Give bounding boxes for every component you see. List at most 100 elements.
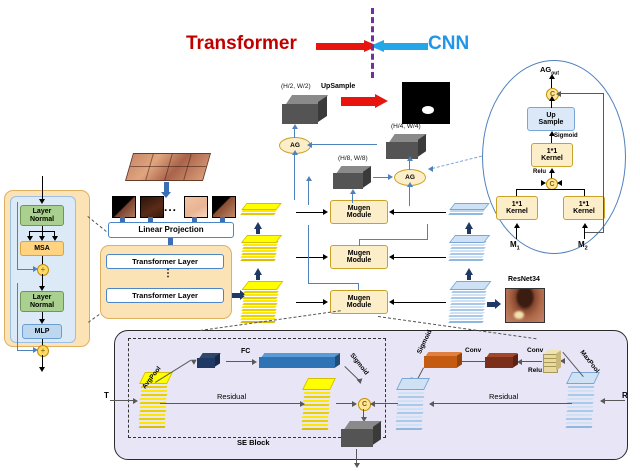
ag-concat-top-label: C [549,91,556,98]
detail-connector-top [87,216,107,232]
ag-detail-connector [432,154,487,169]
linear-projection-label: Linear Projection [138,224,204,234]
transformer-feature-stack-mid [240,235,285,265]
mugen-2-input-right-line [394,256,446,259]
cnn-stack-up-arrow-2 [465,268,473,275]
cnn-feature-stack-small [448,203,493,219]
ag1-in-bottom-arrow [291,150,298,155]
ag-kernel-left-line1: 1*1 [511,200,523,208]
ag-relu-arrow [548,168,555,173]
mugen-2-line2: Module [346,257,372,264]
residual-add-1: + [37,264,49,276]
ag-out-line [551,77,553,88]
input-endoscopic-image [124,153,212,181]
ag-m1-line [516,227,518,239]
ag-kernel-right-line2: Kernel [573,208,595,215]
se-right-input-stack [565,372,602,430]
ag2-out-line [409,160,411,170]
transformer-cnn-divider [371,8,374,78]
attention-gate-1-label: AG [290,142,300,149]
feature-cube-h8w8 [333,166,375,192]
residual-skip-2-vert [17,283,19,350]
ag-m2-text: M [578,240,585,249]
detail-input-arrowhead [39,199,45,204]
ag-concat-mid-left-v [516,189,518,197]
ag-out-text: AG [540,65,552,74]
mugen-1-input-left-line [296,211,324,214]
conv-output-bar [424,351,464,369]
conv-left-line [459,361,485,363]
mugen-2-input-left-arrow [323,254,328,260]
concat-right-in-arrow [370,400,375,407]
ag-out-arrow [548,74,555,79]
ag-sigmoid-arrow [548,131,555,136]
mlp-to-add-line [41,339,43,347]
ag-m1-sub: 1 [516,245,520,252]
mugen-3-input-right-arrow [389,299,394,305]
layers-to-features-arrow [232,290,246,301]
residual-right-arrow [429,400,434,407]
mugen-2-route-vert [427,224,429,240]
transformer-feature-stack-small [240,203,283,219]
avgpool-output-cube [197,353,223,369]
mugen-1-out-up [308,180,310,205]
patch-2 [140,196,164,218]
mugen-2-route-down [359,239,361,246]
se-input-t-label: T [104,391,109,400]
ag-upsample-to-concat-arrow [548,96,555,101]
transformer-layer-1-label: Transformer Layer [132,256,198,266]
image-to-patches-arrow [161,182,172,198]
ag-skip-bottom [585,232,604,234]
ag-out-label: AGout [540,65,559,77]
maxpool-arrow [560,358,565,364]
ag1-out-arrow [291,124,298,129]
mugen-1-input-right-arrow [389,209,394,215]
residual-skip-2-arrowhead [33,347,38,353]
mugen-1-out-up-arrow [306,176,312,181]
linear-projection-block: Linear Projection [108,222,234,238]
ag-concat-mid-right-v [584,189,586,197]
cnn-feature-stack-mid [448,235,495,265]
ag-kernel-top-line1: 1*1 [546,147,558,155]
mugen-3-input-right-line [394,301,446,304]
conv-mid-block [485,352,521,369]
mugen-2-route-horiz [359,239,428,241]
se-block-label: SE Block [237,438,270,447]
ag-m2-line [584,227,586,239]
ag-input-m2: M2 [578,240,588,252]
h8-to-ag2-line [373,176,389,178]
msa-label: MSA [34,244,50,252]
mugen-3-line2: Module [346,302,372,309]
feature-cube-h4w4 [386,134,430,162]
attention-gate-2-label: AG [405,174,415,181]
stack-up-arrow-2 [254,268,262,275]
transformer-layer-block-2: Transformer Layer [106,288,224,303]
fc-output-bar [259,352,343,368]
ag1-in-bottom [294,152,296,200]
conv-right-label: Conv [527,347,544,354]
add1-to-ln2-arrowhead [39,286,45,291]
ag2-in-bottom-arrow [406,182,413,187]
residual-left-line [160,403,302,405]
cnn-stack-up-line-2 [467,274,471,280]
ag-skip-arrow [556,91,561,97]
ag-kernel-left-line2: Kernel [506,208,528,215]
feature-cube-h2w2 [282,95,330,127]
ag-concat-mid-left-arrow [541,180,546,186]
stack-up-line-2 [256,274,260,280]
ln2-to-mlp-line [41,312,43,321]
residual-left-arrow [300,400,305,407]
mugen-3-input-left-line [296,301,324,304]
ag-concat-mid-label: C [549,180,555,188]
ag-skip-top [558,93,604,95]
ag-sigmoid-line [551,135,553,144]
msa-split-left [29,231,31,237]
ag-m1-arrow [513,223,520,228]
msa-block: MSA [20,241,64,256]
transformer-title: Transformer [186,33,297,54]
